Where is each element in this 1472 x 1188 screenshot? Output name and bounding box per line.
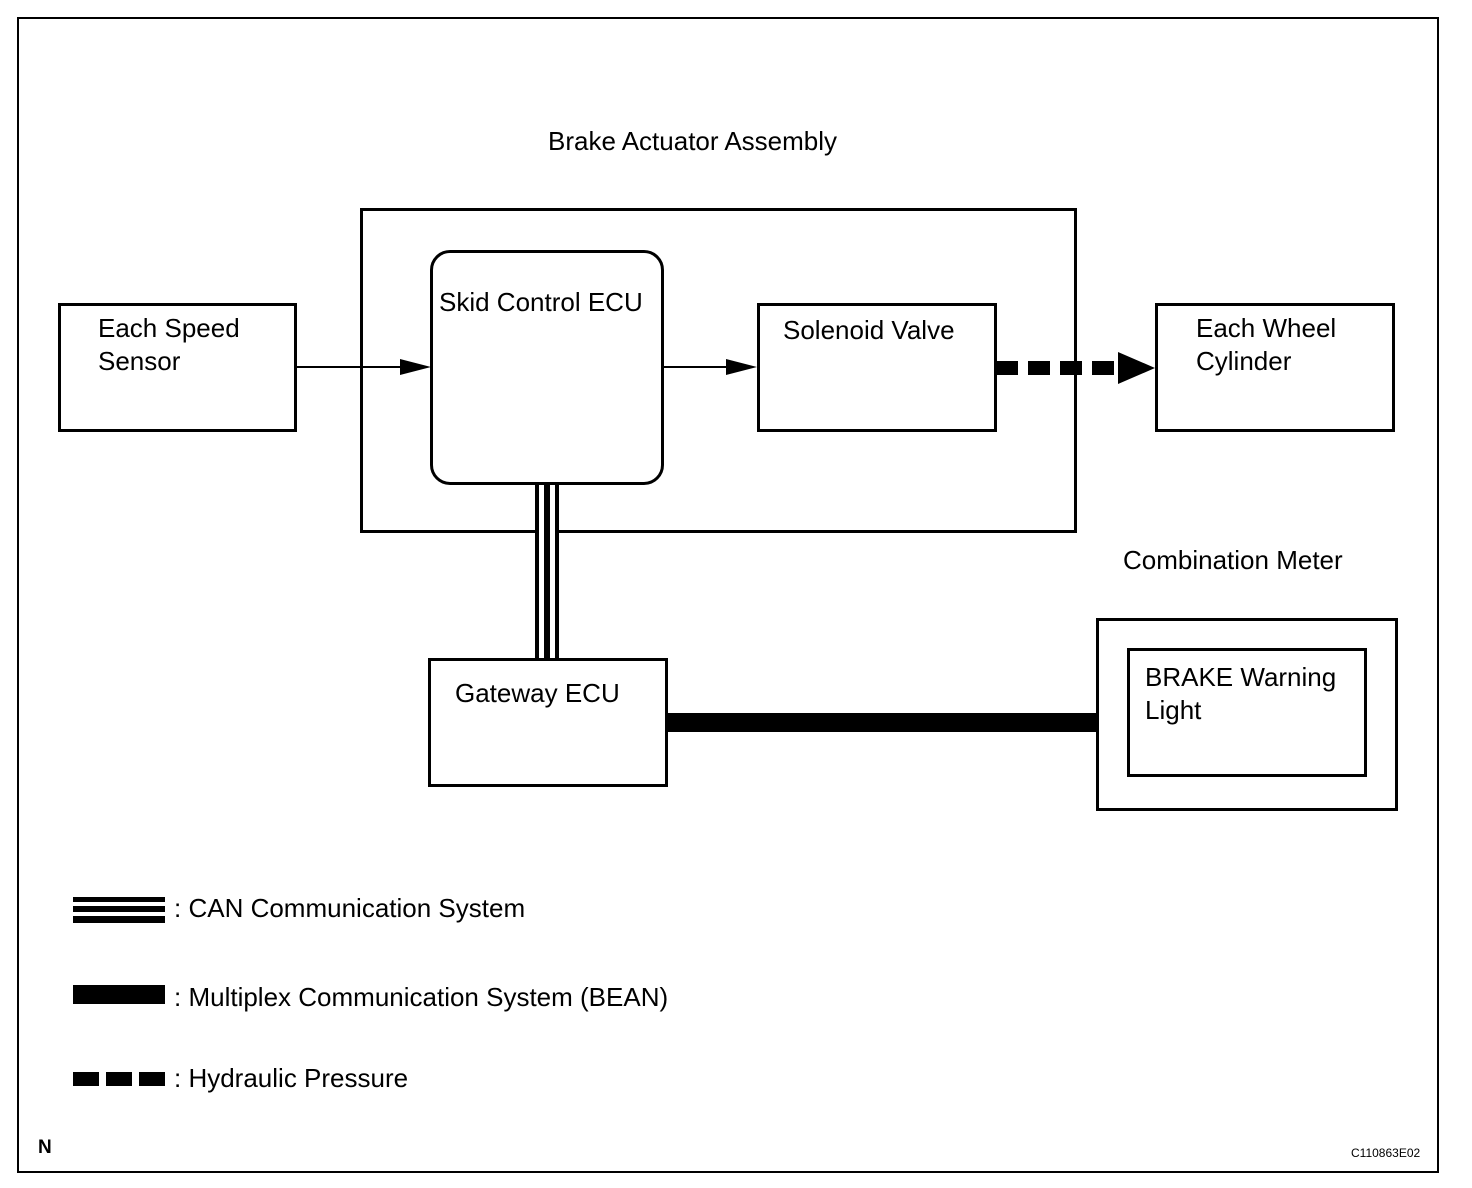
arrowhead-to-solenoid <box>726 359 757 375</box>
figure-code: C110863E02 <box>1351 1146 1421 1160</box>
speed-sensor-label: Each Speed Sensor <box>98 313 240 376</box>
skid-control-ecu-label: Skid Control ECU <box>439 287 643 317</box>
gateway-ecu-box: Gateway ECU <box>428 658 668 787</box>
brake-actuator-assembly-title: Brake Actuator Assembly <box>548 126 838 156</box>
solenoid-valve-box: Solenoid Valve <box>757 303 997 432</box>
combination-meter-title: Combination Meter <box>1123 545 1343 575</box>
arrowhead-to-wheel-cylinder <box>1118 352 1155 384</box>
arrowhead-to-skid-ecu <box>400 359 431 375</box>
can-bus-line <box>535 485 559 660</box>
legend-hydraulic-label: : Hydraulic Pressure <box>174 1063 409 1093</box>
brake-warning-light-label: BRAKE Warning Light <box>1145 662 1337 725</box>
legend-can-label: : CAN Communication System <box>174 893 526 923</box>
wheel-cylinder-label: Each Wheel Cylinder <box>1196 313 1337 376</box>
wheel-cylinder-box: Each Wheel Cylinder <box>1155 303 1395 432</box>
skid-control-ecu-box: Skid Control ECU <box>430 250 664 485</box>
gateway-ecu-label: Gateway ECU <box>455 678 620 708</box>
figure-frame <box>17 17 1439 1173</box>
speed-sensor-box: Each Speed Sensor <box>58 303 297 432</box>
bean-multiplex-line <box>666 713 1097 732</box>
legend-hydraulic-symbol <box>73 1072 165 1086</box>
brake-warning-light-box: BRAKE Warning Light <box>1127 648 1367 777</box>
legend-bean-label: : Multiplex Communication System (BEAN) <box>174 982 669 1012</box>
legend-can-symbol <box>73 897 165 923</box>
legend-bean-symbol <box>73 985 165 1004</box>
corner-mark: N <box>38 1137 52 1158</box>
solenoid-valve-label: Solenoid Valve <box>783 315 955 345</box>
